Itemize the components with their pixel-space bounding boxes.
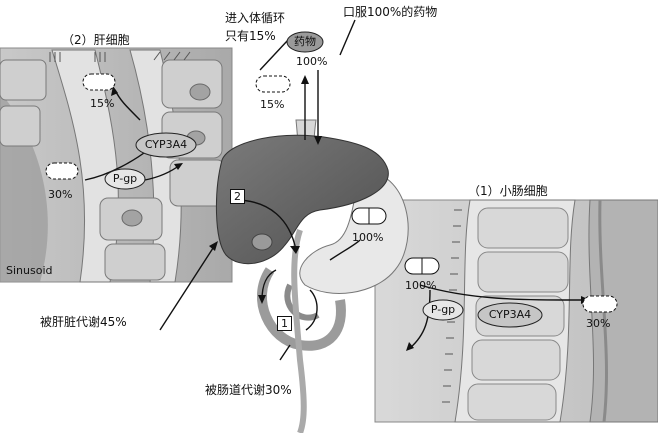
drug-top-percent: 100% [296,55,328,68]
step-2-box: 2 [230,189,245,204]
pgp-liver-label: P-gp [112,172,138,185]
sinusoid-label: Sinusoid [6,264,53,277]
capsule-15-center-label: 15% [260,98,285,111]
cyp3a4-liver-label: CYP3A4 [144,138,188,151]
enter-circulation-label-line2: 只有15% [225,29,276,43]
drug-label: 药物 [294,35,316,48]
enzyme-ellipses [104,31,543,328]
intestine-capsule-left-100-label: 100% [405,279,437,292]
cyp3a4-intestine-label: CYP3A4 [488,308,532,321]
enter-circulation-label-line1: 进入体循环 [225,11,286,25]
oral-dose-label: 口服100%的药物 [343,5,438,19]
pgp-intestine-label: P-gp [430,303,456,316]
intestine-cell-title: （1）小肠细胞 [468,184,548,198]
intestine-metabolism-label: 被肠道代谢30% [205,383,292,397]
intestine-capsule-100-label: 100% [352,231,384,244]
step-1-box: 1 [277,316,292,331]
liver-capsule-top-label: 15% [90,97,115,110]
arrow-heads [111,75,590,351]
intestine-capsule-30-label: 30% [586,317,611,330]
capsules [45,73,618,313]
liver-metabolism-label: 被肝脏代谢45% [40,315,127,329]
liver-cell-panel [0,47,233,283]
liver-cell-title: （2）肝细胞 [62,33,130,47]
liver-capsule-left-label: 30% [48,188,73,201]
